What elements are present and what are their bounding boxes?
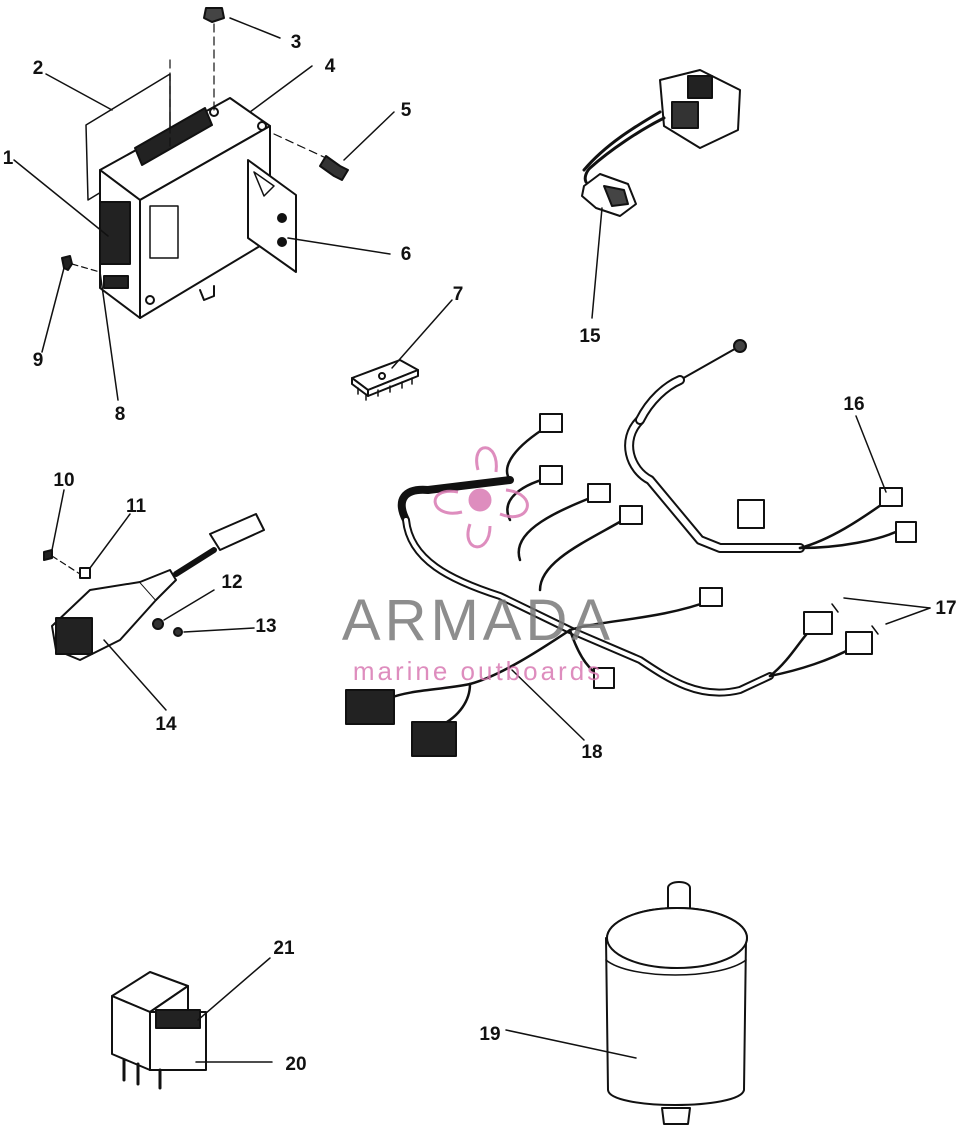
callout-16: 16 <box>843 394 864 415</box>
sensor-15 <box>581 69 741 217</box>
watermark-title: ARMADA <box>342 588 614 653</box>
callout-19: 19 <box>479 1024 500 1045</box>
callout-labels: 1 2 3 4 5 6 7 8 9 10 11 12 13 14 15 16 1… <box>3 32 957 1075</box>
callout-15: 15 <box>579 326 601 347</box>
callout-6: 6 <box>401 244 412 265</box>
callout-3: 3 <box>291 32 302 53</box>
watermark-logo-icon <box>433 446 529 549</box>
sensor-14 <box>43 513 265 661</box>
callout-5: 5 <box>401 100 412 121</box>
callout-13: 13 <box>255 616 276 637</box>
wiring-harness-18 <box>345 339 917 757</box>
callout-2: 2 <box>33 58 44 79</box>
watermark-subtitle: marine outboards <box>353 656 603 686</box>
callout-4: 4 <box>325 56 336 77</box>
callout-9: 9 <box>33 350 44 371</box>
callout-14: 14 <box>155 714 177 735</box>
leader-lines <box>13 17 931 1063</box>
callout-21: 21 <box>273 938 295 959</box>
callout-12: 12 <box>221 572 242 593</box>
bolt-5 <box>273 133 349 181</box>
callout-7: 7 <box>453 284 464 305</box>
callout-10: 10 <box>53 470 74 491</box>
callout-18: 18 <box>581 742 602 763</box>
callout-17: 17 <box>935 598 956 619</box>
screw-9 <box>61 255 101 273</box>
callout-11: 11 <box>126 496 147 517</box>
screw-3 <box>169 7 225 151</box>
fuel-filter-19 <box>605 881 748 1125</box>
callout-20: 20 <box>285 1054 306 1075</box>
watermark: ARMADA marine outboards <box>342 446 614 686</box>
chip-7 <box>351 359 419 401</box>
callout-1: 1 <box>3 148 14 169</box>
control-unit <box>85 73 297 319</box>
callout-8: 8 <box>115 404 126 425</box>
relay-20-21 <box>111 971 207 1090</box>
